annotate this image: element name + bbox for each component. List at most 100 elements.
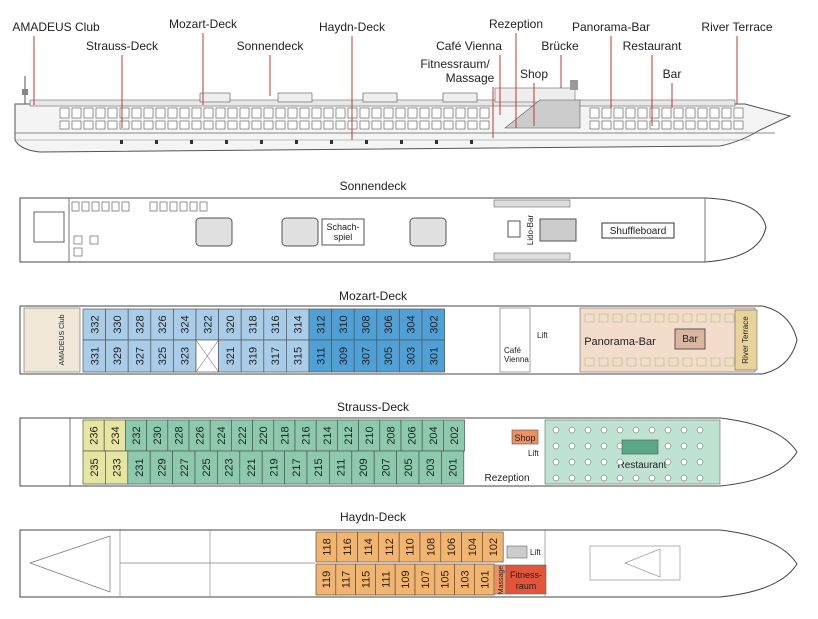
window (359, 107, 370, 119)
table (632, 426, 640, 434)
window (661, 120, 672, 130)
window (649, 120, 660, 130)
table (680, 426, 688, 434)
profile-label: Haydn-Deck (319, 20, 386, 34)
window (83, 107, 94, 119)
table (568, 474, 576, 482)
table (710, 357, 721, 367)
window (59, 107, 70, 119)
cabin-number: 201 (448, 458, 460, 476)
window (431, 120, 442, 130)
window (709, 107, 720, 119)
cabin-number: 309 (338, 347, 350, 365)
porthole (365, 140, 368, 144)
cabin-number: 103 (460, 570, 472, 588)
profile-label: Rezeption (489, 17, 543, 31)
cabin-number: 204 (428, 426, 440, 444)
window (649, 107, 660, 119)
window (467, 107, 478, 119)
window (287, 107, 298, 119)
table (626, 313, 637, 323)
table (598, 313, 609, 323)
cabin-number: 101 (479, 570, 491, 588)
cabin-number: 109 (400, 570, 412, 588)
window (179, 107, 190, 119)
window (251, 107, 262, 119)
table (584, 474, 592, 482)
table (696, 357, 707, 367)
cabin-number: 325 (157, 347, 169, 365)
cabin-number: 303 (406, 347, 418, 365)
table (600, 426, 608, 434)
cabin-number: 108 (425, 538, 437, 556)
porthole (470, 140, 473, 144)
profile-label: Café Vienna (436, 39, 502, 53)
window (395, 120, 406, 130)
window (167, 120, 178, 130)
cabin-number: 231 (134, 458, 146, 476)
cabin-number: 211 (336, 459, 348, 477)
table (640, 357, 651, 367)
table (696, 442, 704, 450)
window (251, 120, 262, 130)
window (467, 120, 478, 130)
window (107, 107, 118, 119)
table (552, 442, 560, 450)
haydn-deck-title: Haydn-Deck (340, 510, 407, 524)
table (664, 442, 672, 450)
window (155, 107, 166, 119)
table (600, 458, 608, 466)
cabin-number: 233 (112, 458, 124, 476)
cabin-number: 321 (225, 347, 237, 365)
cabin-number: 324 (180, 315, 192, 333)
window (589, 107, 600, 119)
table (724, 357, 735, 367)
cabin-number: 322 (202, 315, 214, 333)
cafe-vienna-label-1: Café (504, 346, 521, 355)
porthole (330, 140, 333, 144)
window (143, 107, 154, 119)
lido-bar-label: Lido-Bar (526, 215, 535, 246)
porthole (295, 140, 298, 144)
cabin-number: 215 (313, 458, 325, 476)
window (335, 107, 346, 119)
cabin-number: 319 (248, 347, 260, 365)
table (568, 442, 576, 450)
porthole (225, 140, 228, 144)
cabin-number: 330 (112, 315, 124, 333)
window (697, 107, 708, 119)
lounger (169, 201, 178, 212)
window (637, 107, 648, 119)
cabin-number: 217 (291, 458, 303, 476)
table (598, 357, 609, 367)
haydn-lift-label: Lift (530, 548, 541, 557)
window (299, 107, 310, 119)
profile-label: River Terrace (701, 20, 772, 34)
cabin-number: 227 (179, 458, 191, 476)
table (552, 458, 560, 466)
window (721, 120, 732, 130)
profile-label: Mozart-Deck (169, 17, 238, 31)
window (601, 120, 612, 130)
table (584, 357, 595, 367)
cabin-number: 107 (420, 570, 432, 588)
sonnendeck-title: Sonnendeck (340, 179, 408, 193)
cabin-number: 219 (268, 458, 280, 476)
table (710, 313, 721, 323)
window (455, 120, 466, 130)
cabin-number: 234 (110, 426, 122, 444)
lounger (189, 201, 198, 212)
rezeption-label: Rezeption (484, 473, 529, 484)
window (709, 120, 720, 130)
porthole (155, 140, 158, 144)
table (584, 313, 595, 323)
window (431, 107, 442, 119)
cabin-number: 317 (270, 347, 282, 365)
window (589, 120, 600, 130)
window (455, 107, 466, 119)
window (155, 120, 166, 130)
window (275, 120, 286, 130)
table (696, 426, 704, 434)
